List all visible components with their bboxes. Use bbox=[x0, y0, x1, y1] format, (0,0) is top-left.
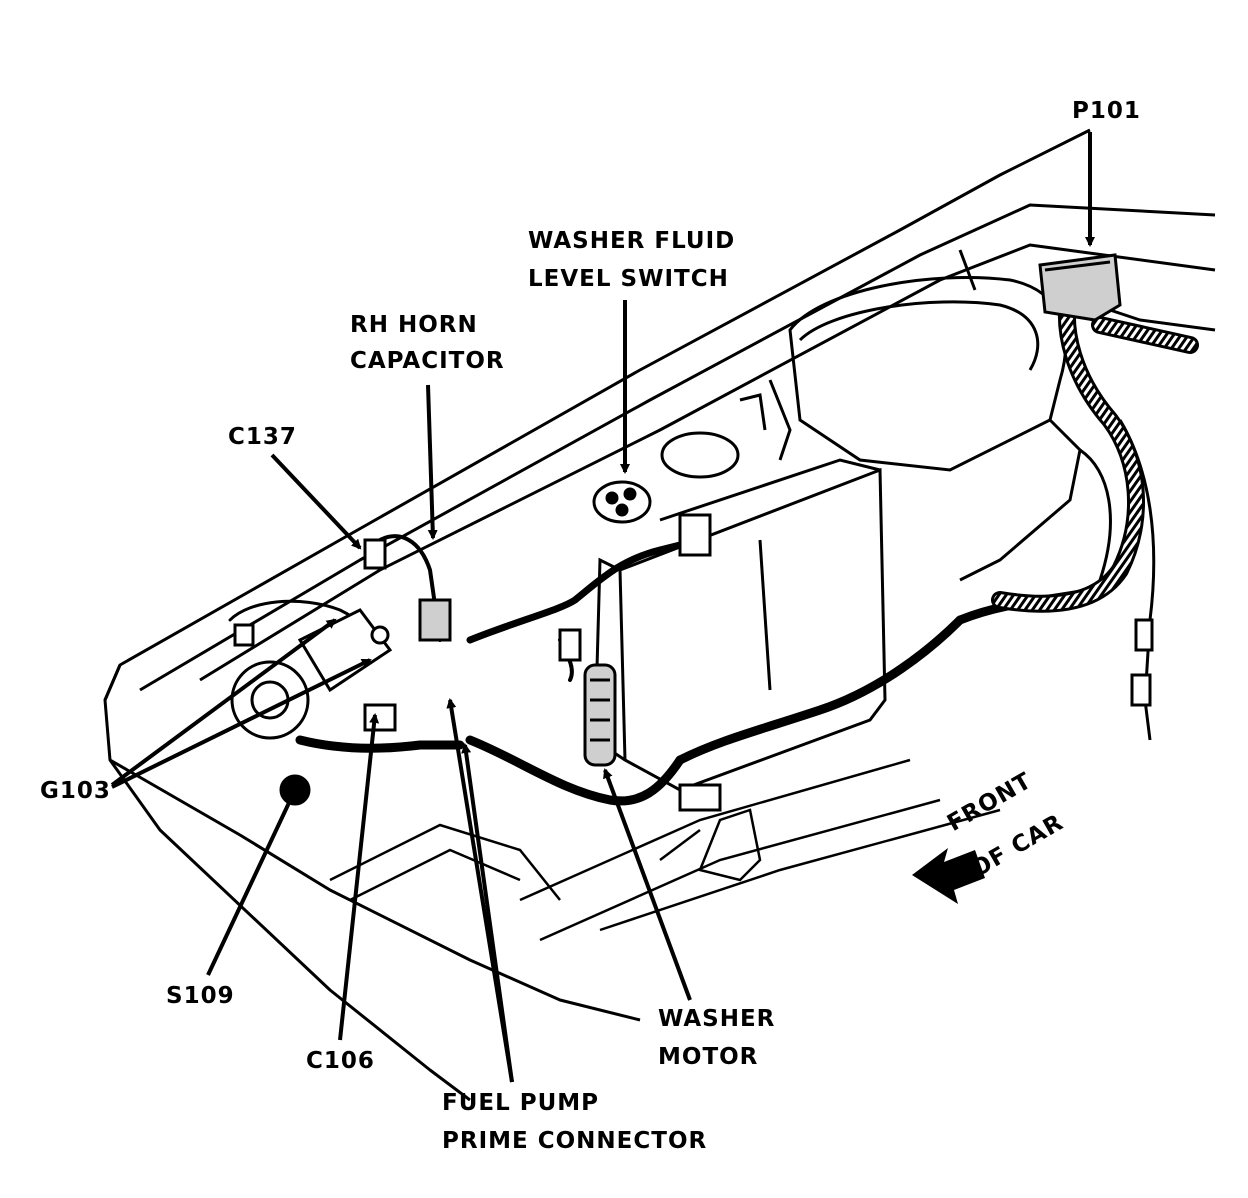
arrow-g103-lower bbox=[111, 658, 372, 789]
label-fuel-pump-prime-connector-line1: FUEL PUMP bbox=[442, 1090, 600, 1116]
label-g103: G103 bbox=[40, 778, 111, 804]
label-rh-horn-capacitor-line2: CAPACITOR bbox=[350, 348, 505, 374]
washer-motor-part bbox=[583, 663, 617, 767]
arrow-g103-upper bbox=[110, 618, 337, 787]
label-c137: C137 bbox=[228, 424, 297, 450]
arrow-washer-motor bbox=[603, 768, 692, 1001]
label-c106: C106 bbox=[306, 1048, 375, 1074]
label-s109: S109 bbox=[166, 983, 235, 1009]
front-of-car-arrow-icon bbox=[912, 848, 985, 904]
harness-conduit bbox=[991, 281, 1199, 613]
arrow-rh-horn-capacitor bbox=[426, 384, 438, 540]
label-fuel-pump-prime-connector-line2: PRIME CONNECTOR bbox=[442, 1128, 708, 1154]
arrow-c137 bbox=[270, 453, 362, 550]
callout-arrows bbox=[110, 132, 1095, 1083]
reservoir-cap bbox=[660, 393, 767, 479]
label-rh-horn-capacitor-line1: RH HORN bbox=[350, 312, 478, 338]
label-washer-motor-line2: MOTOR bbox=[658, 1044, 759, 1070]
arrow-fuel-pump-prime-lower bbox=[461, 743, 514, 1083]
air-cleaner bbox=[768, 275, 1112, 582]
p101-connector-part bbox=[1038, 253, 1122, 322]
label-washer-motor-line1: WASHER bbox=[658, 1006, 776, 1032]
washer-fluid-level-switch-part bbox=[592, 480, 652, 524]
label-washer-fluid-level-switch-line1: WASHER FLUID bbox=[528, 228, 736, 254]
label-washer-fluid-level-switch-line2: LEVEL SWITCH bbox=[528, 266, 729, 292]
antenna-lead bbox=[1118, 419, 1156, 741]
arrow-c106 bbox=[338, 713, 380, 1041]
label-p101: P101 bbox=[1072, 98, 1141, 124]
arrow-s109 bbox=[206, 788, 297, 976]
radiator-support bbox=[329, 758, 1001, 942]
